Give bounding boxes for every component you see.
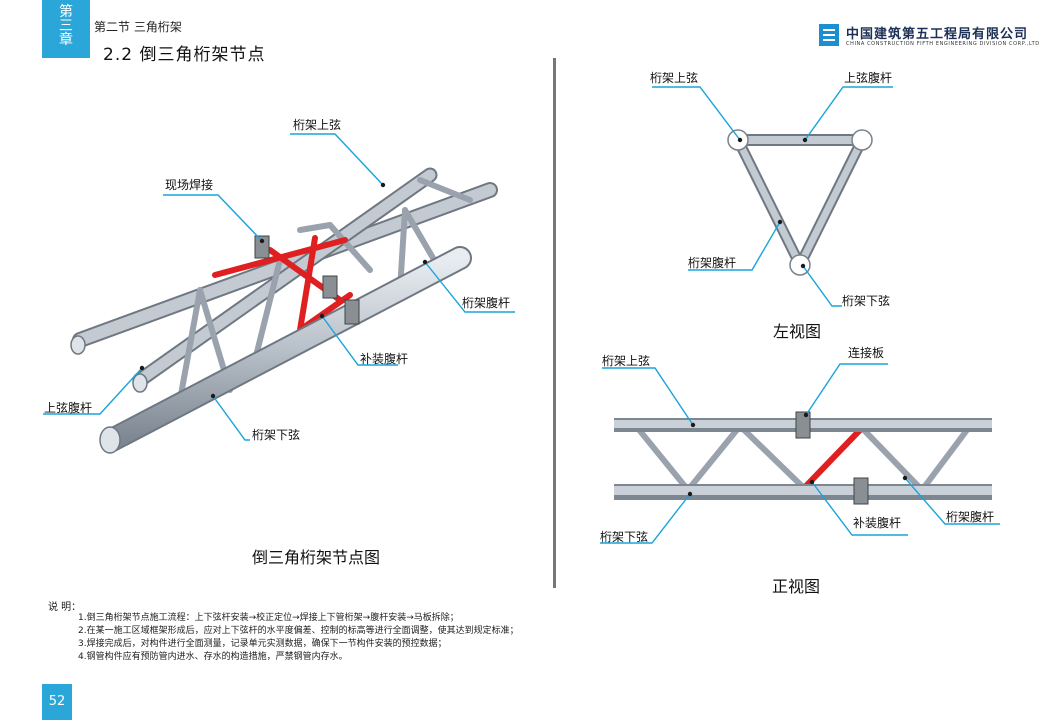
left-label-top-chord-web: 上弦腹杆 — [844, 71, 893, 85]
left-view-members — [732, 134, 868, 271]
front-view-bottom-chord — [614, 484, 992, 500]
notes-list: 1.倒三角桁架节点施工流程：上下弦杆安装→校正定位→焊接上下管桁架→腹杆安装→马… — [78, 612, 519, 664]
front-label-top-chord: 桁架上弦 — [602, 354, 651, 368]
chapter-tab-label: 第三章 — [59, 4, 73, 48]
iso-label-bottom-chord: 桁架下弦 — [252, 428, 301, 442]
iso-connection-plates — [254, 235, 360, 325]
iso-rear-chord-end — [70, 335, 86, 355]
iso-web-members — [177, 177, 473, 403]
front-view-leader-dots — [687, 412, 908, 497]
page-title: 2.2 倒三角桁架节点 — [103, 45, 266, 65]
front-view-extra-web-red — [803, 427, 863, 489]
left-label-top-chord: 桁架上弦 — [650, 71, 699, 85]
iso-label-field-weld: 现场焊接 — [165, 178, 214, 192]
iso-leader-lines — [43, 133, 515, 441]
note-item: 3.焊接完成后，对构件进行全面测量，记录单元实测数据，确保下一节构件安装的预控数… — [78, 639, 447, 649]
iso-label-extra-web: 补装腹杆 — [360, 352, 409, 366]
iso-label-top-chord: 桁架上弦 — [293, 118, 342, 132]
iso-top-chord-rear — [72, 182, 498, 348]
front-view-web-members — [633, 423, 973, 493]
left-label-bottom-chord: 桁架下弦 — [842, 294, 891, 308]
page-number: 52 — [42, 684, 72, 720]
iso-label-web-member: 桁架腹杆 — [462, 296, 511, 310]
left-view-leader-dots — [737, 137, 808, 269]
chapter-tab: 第三章 — [42, 0, 90, 58]
note-item: 4.钢管构件应有预防管内进水、存水的构造措施，严禁钢管内存水。 — [78, 652, 348, 662]
left-label-web-member: 桁架腹杆 — [688, 256, 737, 270]
front-label-extra-web: 补装腹杆 — [853, 516, 902, 530]
iso-bottom-chord-end — [99, 426, 121, 454]
company-logo-icon — [819, 24, 839, 46]
front-view-connection-plates — [795, 411, 869, 505]
front-view-caption: 正视图 — [772, 577, 821, 596]
iso-front-chord-end — [132, 373, 148, 393]
left-view-caption: 左视图 — [773, 322, 822, 341]
notes-title: 说 明： — [48, 602, 82, 613]
company-name-cn: 中国建筑第五工程局有限公司 — [846, 27, 1029, 42]
front-label-connection-plate: 连接板 — [848, 346, 885, 360]
front-label-bottom-chord: 桁架下弦 — [600, 530, 649, 544]
front-label-web-member: 桁架腹杆 — [946, 510, 995, 524]
front-view-leader-lines — [600, 363, 1000, 544]
iso-leader-dots — [139, 182, 428, 399]
company-name-en: CHINA CONSTRUCTION FIFTH ENGINEERING DIV… — [846, 41, 1040, 47]
vertical-divider — [553, 58, 556, 588]
section-name: 第二节 三角桁架 — [94, 20, 182, 34]
note-item: 1.倒三角桁架节点施工流程：上下弦杆安装→校正定位→焊接上下管桁架→腹杆安装→马… — [78, 613, 459, 623]
iso-caption: 倒三角桁架节点图 — [252, 548, 381, 567]
iso-bottom-chord — [100, 246, 472, 452]
note-item: 2.在某一施工区域框架形成后，应对上下弦杆的水平度偏差、控制的标高等进行全面调整… — [78, 626, 519, 636]
left-view-leader-lines — [652, 86, 893, 307]
iso-label-top-chord-web: 上弦腹杆 — [44, 401, 93, 415]
